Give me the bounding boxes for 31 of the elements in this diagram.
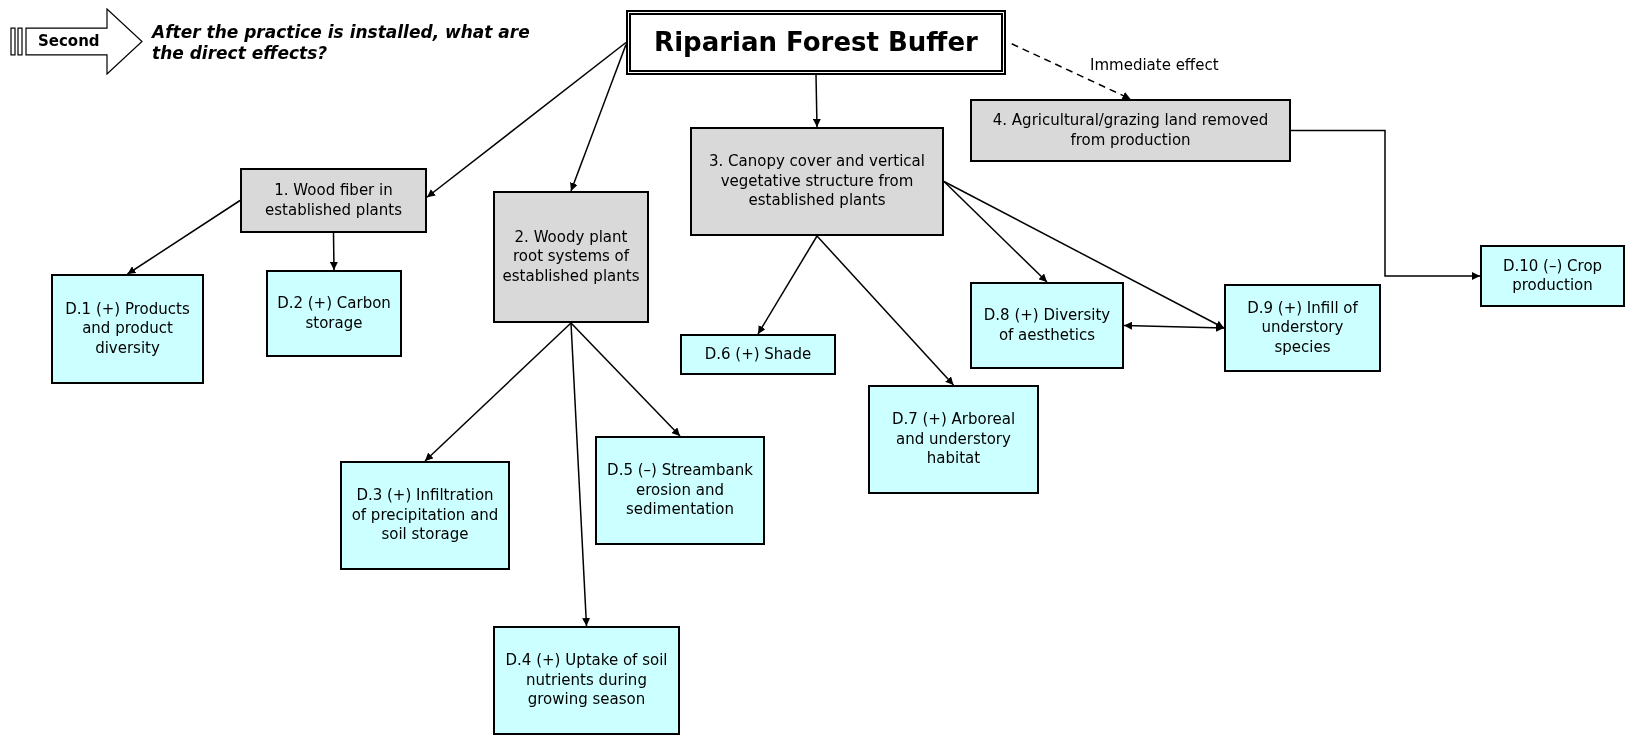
arrow [424, 322, 572, 462]
arrow [1123, 321, 1225, 332]
arrow [426, 41, 627, 198]
arrow [570, 322, 681, 437]
arrow [329, 232, 338, 271]
arrow [570, 43, 627, 192]
effect-box: D.9 (+) Infill of understory species [1224, 284, 1381, 372]
cause-box: 4. Agricultural/grazing land removed from production [970, 99, 1291, 162]
effect-box: D.1 (+) Products and product diversity [51, 274, 204, 384]
effect-box: D.4 (+) Uptake of soil nutrients during growing season [493, 626, 680, 735]
question-text: After the practice is installed, what are the direct effects? [152, 22, 531, 65]
cause-box: 2. Woody plant root systems of established plants [493, 191, 649, 323]
arrow [1010, 43, 1132, 100]
arrow [757, 235, 818, 335]
cause-box: 3. Canopy cover and vertical vegetative structure from established plants [690, 127, 944, 236]
effect-box: D.8 (+) Diversity of aesthetics [970, 282, 1124, 369]
title-box: Riparian Forest Buffer [626, 10, 1006, 75]
arrow [1290, 129, 1481, 280]
effect-box: D.7 (+) Arboreal and understory habitat [868, 385, 1039, 494]
arrow [812, 74, 821, 128]
arrow [943, 180, 1225, 329]
effect-box: D.3 (+) Infiltration of precipitation and soil storage [340, 461, 510, 570]
arrow [126, 199, 241, 275]
effect-box: D.2 (+) Carbon storage [266, 270, 402, 357]
effect-box: D.5 (–) Streambank erosion and sedimentation [595, 436, 765, 545]
effect-box: D.10 (–) Crop production [1480, 245, 1625, 307]
arrow [570, 322, 591, 627]
effect-box: D.6 (+) Shade [680, 334, 836, 375]
arrow [943, 180, 1048, 283]
cause-box: 1. Wood fiber in established plants [240, 168, 427, 233]
arrow [816, 235, 955, 386]
